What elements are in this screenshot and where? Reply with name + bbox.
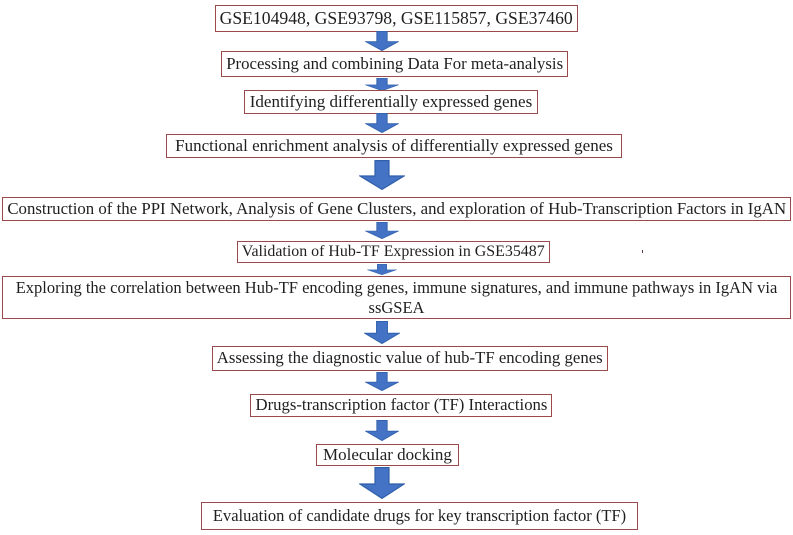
flow-step-datasets: GSE104948, GSE93798, GSE115857, GSE37460 [215,5,578,32]
down-arrow-icon [359,467,405,499]
flow-step-label: GSE104948, GSE93798, GSE115857, GSE37460 [219,7,574,28]
flow-step-label: Molecular docking [323,444,452,464]
flow-step-label: Functional enrichment analysis of differ… [175,135,613,155]
flow-step-deg-identification: Identifying differentially expressed gen… [244,90,538,114]
down-arrow-icon [365,222,399,239]
flow-step-label: Evaluation of candidate drugs for key tr… [212,506,627,526]
flow-step-ppi-network: Construction of the PPI Network, Analysi… [2,197,791,221]
flow-step-label: Processing and combining Data For meta-a… [226,53,563,73]
flow-step-label: Assessing the diagnostic value of hub-TF… [217,348,603,368]
flow-step-enrichment-analysis: Functional enrichment analysis of differ… [166,134,622,158]
flow-step-ssgsea-correlation: Exploring the correlation between Hub-TF… [2,276,791,319]
flow-step-processing: Processing and combining Data For meta-a… [221,51,568,77]
down-arrow-icon [365,420,399,441]
down-arrow-icon [364,321,400,344]
flow-step-label-line2: ssGSEA [368,297,425,317]
flow-step-label: Construction of the PPI Network, Analysi… [7,198,786,218]
down-arrow-icon [367,264,397,275]
flow-step-drug-evaluation: Evaluation of candidate drugs for key tr… [201,502,638,530]
flow-step-label: Drugs-transcription factor (TF) Interact… [255,395,547,415]
down-arrow-icon [359,160,405,190]
down-arrow-icon [365,31,399,51]
stray-mark: ' [641,248,645,261]
flow-step-label: Exploring the correlation between Hub-TF… [15,278,778,298]
flow-step-label: Identifying differentially expressed gen… [249,91,533,111]
flow-step-molecular-docking: Molecular docking [316,444,459,466]
down-arrow-icon [365,372,399,391]
down-arrow-icon [365,78,399,91]
flow-step-label: Validation of Hub-TF Expression in GSE35… [242,242,545,260]
flow-step-validation: Validation of Hub-TF Expression in GSE35… [237,241,550,263]
down-arrow-icon [365,113,399,133]
flow-step-diagnostic-value: Assessing the diagnostic value of hub-TF… [212,346,608,371]
flow-step-drug-tf-interactions: Drugs-transcription factor (TF) Interact… [250,394,552,417]
